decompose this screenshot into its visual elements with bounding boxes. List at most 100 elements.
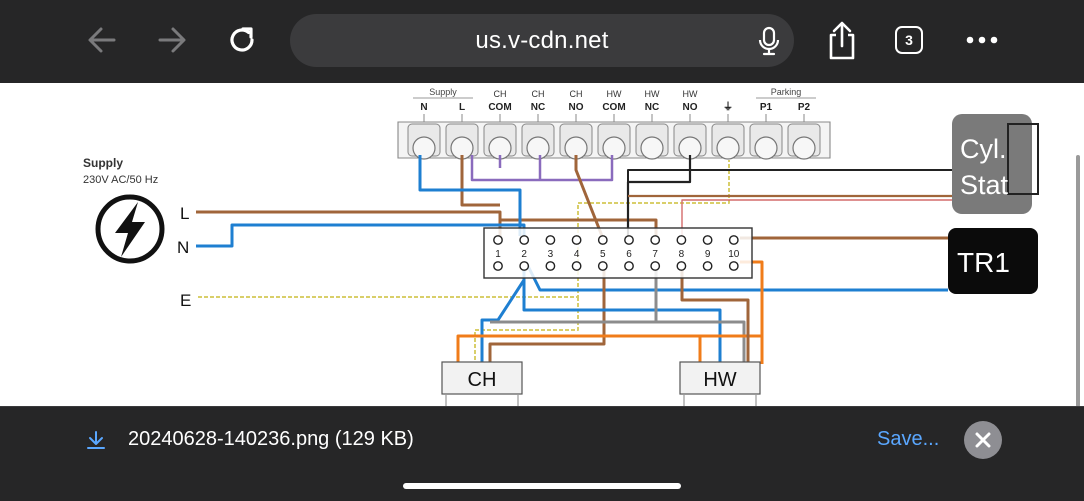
terminal-bottom-label: P2: [798, 102, 811, 113]
address-bar[interactable]: us.v-cdn.net: [290, 14, 794, 67]
forward-button[interactable]: [152, 20, 192, 60]
cylstat-red: [681, 199, 955, 236]
terminal-top-label: CH: [570, 89, 583, 99]
parking-group-label: Parking: [771, 87, 802, 97]
url-text[interactable]: us.v-cdn.net: [475, 27, 609, 54]
terminal-top-label: HW: [683, 89, 698, 99]
microphone-icon[interactable]: [758, 26, 780, 56]
earth-label: E: [180, 291, 191, 310]
junction-number: 10: [728, 249, 740, 260]
supply-spec: 230V AC/50 Hz: [83, 174, 158, 186]
junction-number: 3: [548, 249, 554, 260]
share-icon[interactable]: [824, 20, 860, 62]
earth-wire: [198, 160, 730, 298]
purple-link: [470, 155, 614, 182]
junction-screw: [597, 235, 608, 245]
terminal-screw: [754, 136, 778, 160]
terminal-bottom-label: COM: [488, 102, 511, 113]
junction-screw: [519, 235, 530, 245]
terminal-bottom-label: NO: [683, 102, 698, 113]
junction-screw: [571, 235, 582, 245]
ch-valve-blue2: [480, 279, 526, 364]
hw-brown: [680, 262, 750, 364]
terminal-bottom-label: NO: [569, 102, 584, 113]
lightning-icon: [115, 202, 145, 257]
live-jumper: [460, 155, 500, 207]
junction-number: 5: [600, 249, 606, 260]
dismiss-download-button[interactable]: [964, 421, 1002, 459]
terminal-bottom-label: L: [459, 102, 465, 113]
terminal-screw: [526, 136, 550, 160]
terminal-bottom-label: P1: [760, 102, 773, 113]
hw-valve: HW: [679, 361, 761, 406]
supply-symbol: Supply 230V AC/50 Hz: [83, 156, 165, 264]
junction-screw: [624, 261, 634, 271]
tr1-device: TR1: [948, 228, 1038, 294]
cylinder-stat: Cyl. Stat: [952, 114, 1039, 214]
tr1-label: TR1: [957, 247, 1010, 278]
more-icon[interactable]: [966, 36, 998, 44]
junction-screw: [702, 235, 713, 245]
wires: [196, 155, 955, 364]
orange-wire: [456, 260, 764, 364]
junction-screw: [650, 261, 661, 271]
home-indicator[interactable]: [403, 483, 681, 489]
junction-screw: [571, 261, 582, 271]
supply-group-label: Supply: [429, 87, 457, 97]
junction-number: 2: [521, 249, 527, 260]
browser-toolbar: us.v-cdn.net 3: [0, 0, 1084, 83]
reload-icon: [230, 27, 254, 52]
tabs-icon[interactable]: 3: [895, 26, 923, 54]
terminal-screw: [716, 136, 740, 160]
terminal-screw: [602, 136, 626, 160]
neutral-blue-2: [418, 155, 522, 236]
cyl-stat-line2: Stat: [960, 170, 1009, 200]
terminal-top-label: CH: [532, 89, 545, 99]
terminal-bottom-label: NC: [645, 102, 659, 113]
junction-screw: [650, 235, 661, 245]
download-icon: [87, 431, 105, 449]
junction-screw: [728, 235, 739, 245]
terminal-top-label: HW: [645, 89, 660, 99]
junction-screw: [493, 261, 503, 271]
junction-number: 7: [652, 249, 658, 260]
terminal-block: [397, 121, 831, 160]
back-arrow-icon: [88, 27, 116, 53]
live-label: L: [180, 204, 189, 223]
neutral-wire: [196, 223, 526, 248]
reload-button[interactable]: [222, 20, 262, 60]
ch-valve-brown: [488, 262, 606, 364]
terminal-screw: [792, 136, 816, 160]
junction-screw: [676, 235, 687, 245]
close-icon: [975, 432, 991, 448]
neutral-label: N: [177, 238, 189, 257]
junction-screw: [493, 235, 503, 245]
junction-number: 8: [679, 249, 685, 260]
page-scrollbar[interactable]: [1076, 155, 1080, 407]
terminal-screw: [640, 136, 664, 160]
terminal-top-label: CH: [494, 89, 507, 99]
cyl-stat-line1: Cyl.: [960, 134, 1007, 164]
junction-screw: [545, 235, 556, 245]
terminal-bottom-label: COM: [602, 102, 625, 113]
save-button[interactable]: Save...: [877, 428, 940, 450]
terminal-bottom-label: ⏚: [723, 101, 733, 113]
junction-number: 9: [705, 249, 711, 260]
junction-number: 4: [574, 249, 580, 260]
terminal-bottom-label: NC: [531, 102, 545, 113]
hw-valve-label: HW: [703, 369, 736, 391]
black-wire: [626, 155, 692, 236]
junction-screw: [728, 261, 739, 271]
ch-valve: CH: [441, 361, 523, 406]
back-button[interactable]: [82, 20, 122, 60]
download-filename[interactable]: 20240628-140236.png (129 KB): [128, 428, 414, 450]
junction-screw: [545, 261, 556, 271]
junction-number: 1: [495, 249, 501, 260]
junction-screw: [519, 261, 530, 271]
junction-screw: [702, 261, 713, 271]
ch-valve-label: CH: [468, 369, 497, 391]
forward-arrow-icon: [158, 27, 186, 53]
junction-screw: [624, 235, 634, 245]
